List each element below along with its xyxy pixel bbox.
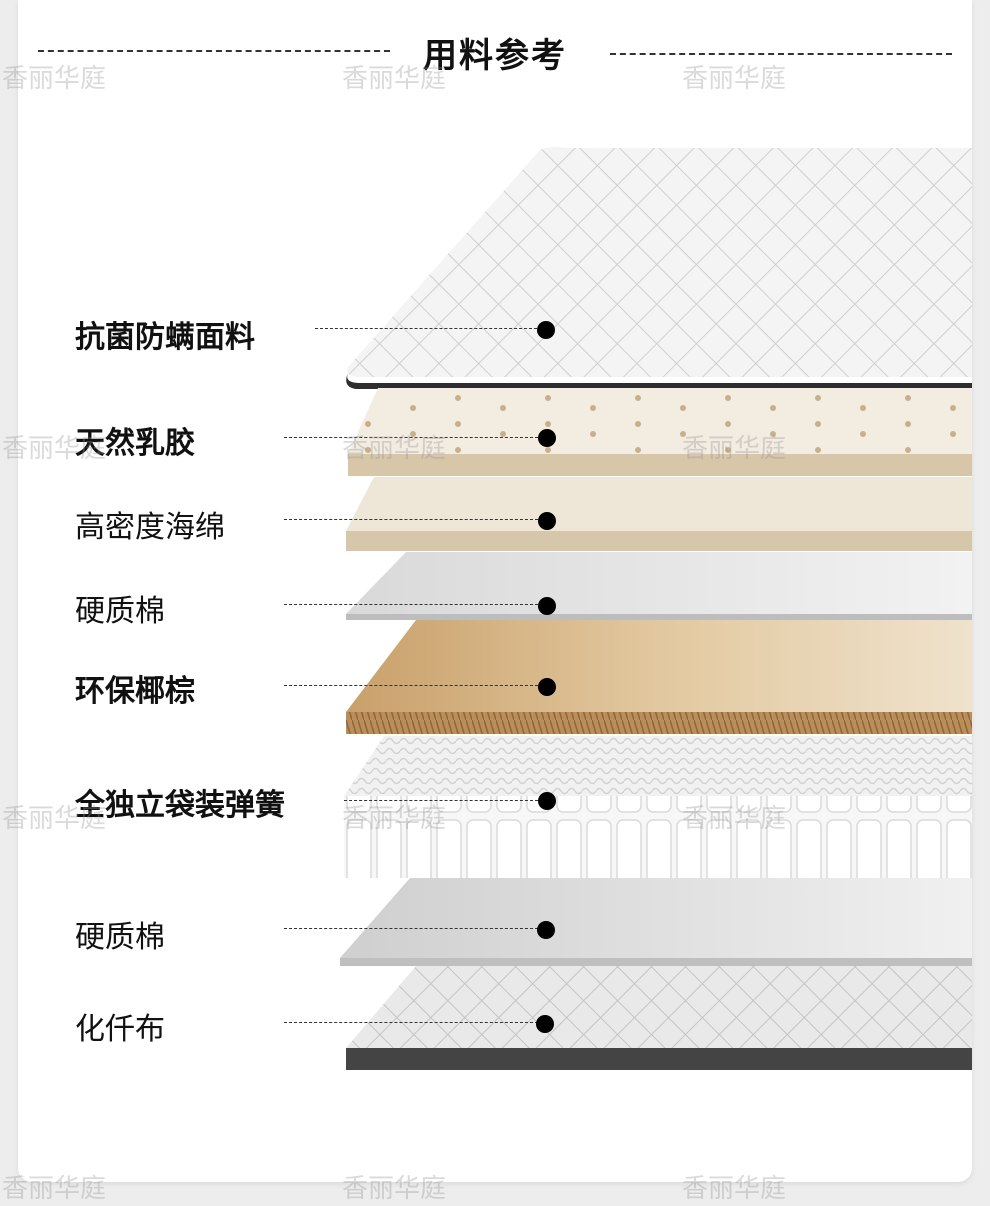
layer-cotton2-image [340, 878, 972, 970]
marker-dot [538, 512, 556, 530]
marker-dot [537, 921, 555, 939]
leader-line [284, 685, 538, 686]
label-eco-coir: 环保椰棕 [75, 674, 195, 709]
title-dash-right [610, 53, 952, 55]
layer-fabric-image [340, 145, 972, 390]
label-hard-cotton-2: 硬质棉 [75, 920, 165, 955]
layer-cotton-image [346, 552, 972, 622]
layer-coir-image [346, 620, 972, 736]
leader-line [284, 604, 538, 605]
label-nonwoven-fabric: 化仟布 [75, 1012, 165, 1047]
marker-dot [538, 792, 556, 810]
leader-line [284, 519, 538, 520]
label-high-density-foam: 高密度海绵 [75, 510, 225, 545]
layer-spring-image [344, 736, 972, 880]
marker-dot [538, 678, 556, 696]
label-hard-cotton: 硬质棉 [75, 594, 165, 629]
label-pocket-springs: 全独立袋装弹簧 [75, 788, 285, 823]
layer-foam-image [346, 477, 972, 553]
layer-latex-image [348, 388, 972, 478]
marker-dot [538, 429, 556, 447]
label-natural-latex: 天然乳胶 [75, 426, 195, 461]
marker-dot [536, 1015, 554, 1033]
leader-line [284, 437, 538, 438]
marker-dot [538, 597, 556, 615]
leader-line [344, 800, 538, 801]
label-antibacterial-fabric: 抗菌防螨面料 [75, 320, 255, 355]
leader-line [284, 928, 538, 929]
page-title: 用料参考 [423, 36, 567, 76]
leader-line [284, 1022, 538, 1023]
layer-bottom-image [346, 966, 972, 1072]
title-dash-left [38, 50, 390, 52]
marker-dot [537, 321, 555, 339]
leader-line [315, 328, 537, 329]
